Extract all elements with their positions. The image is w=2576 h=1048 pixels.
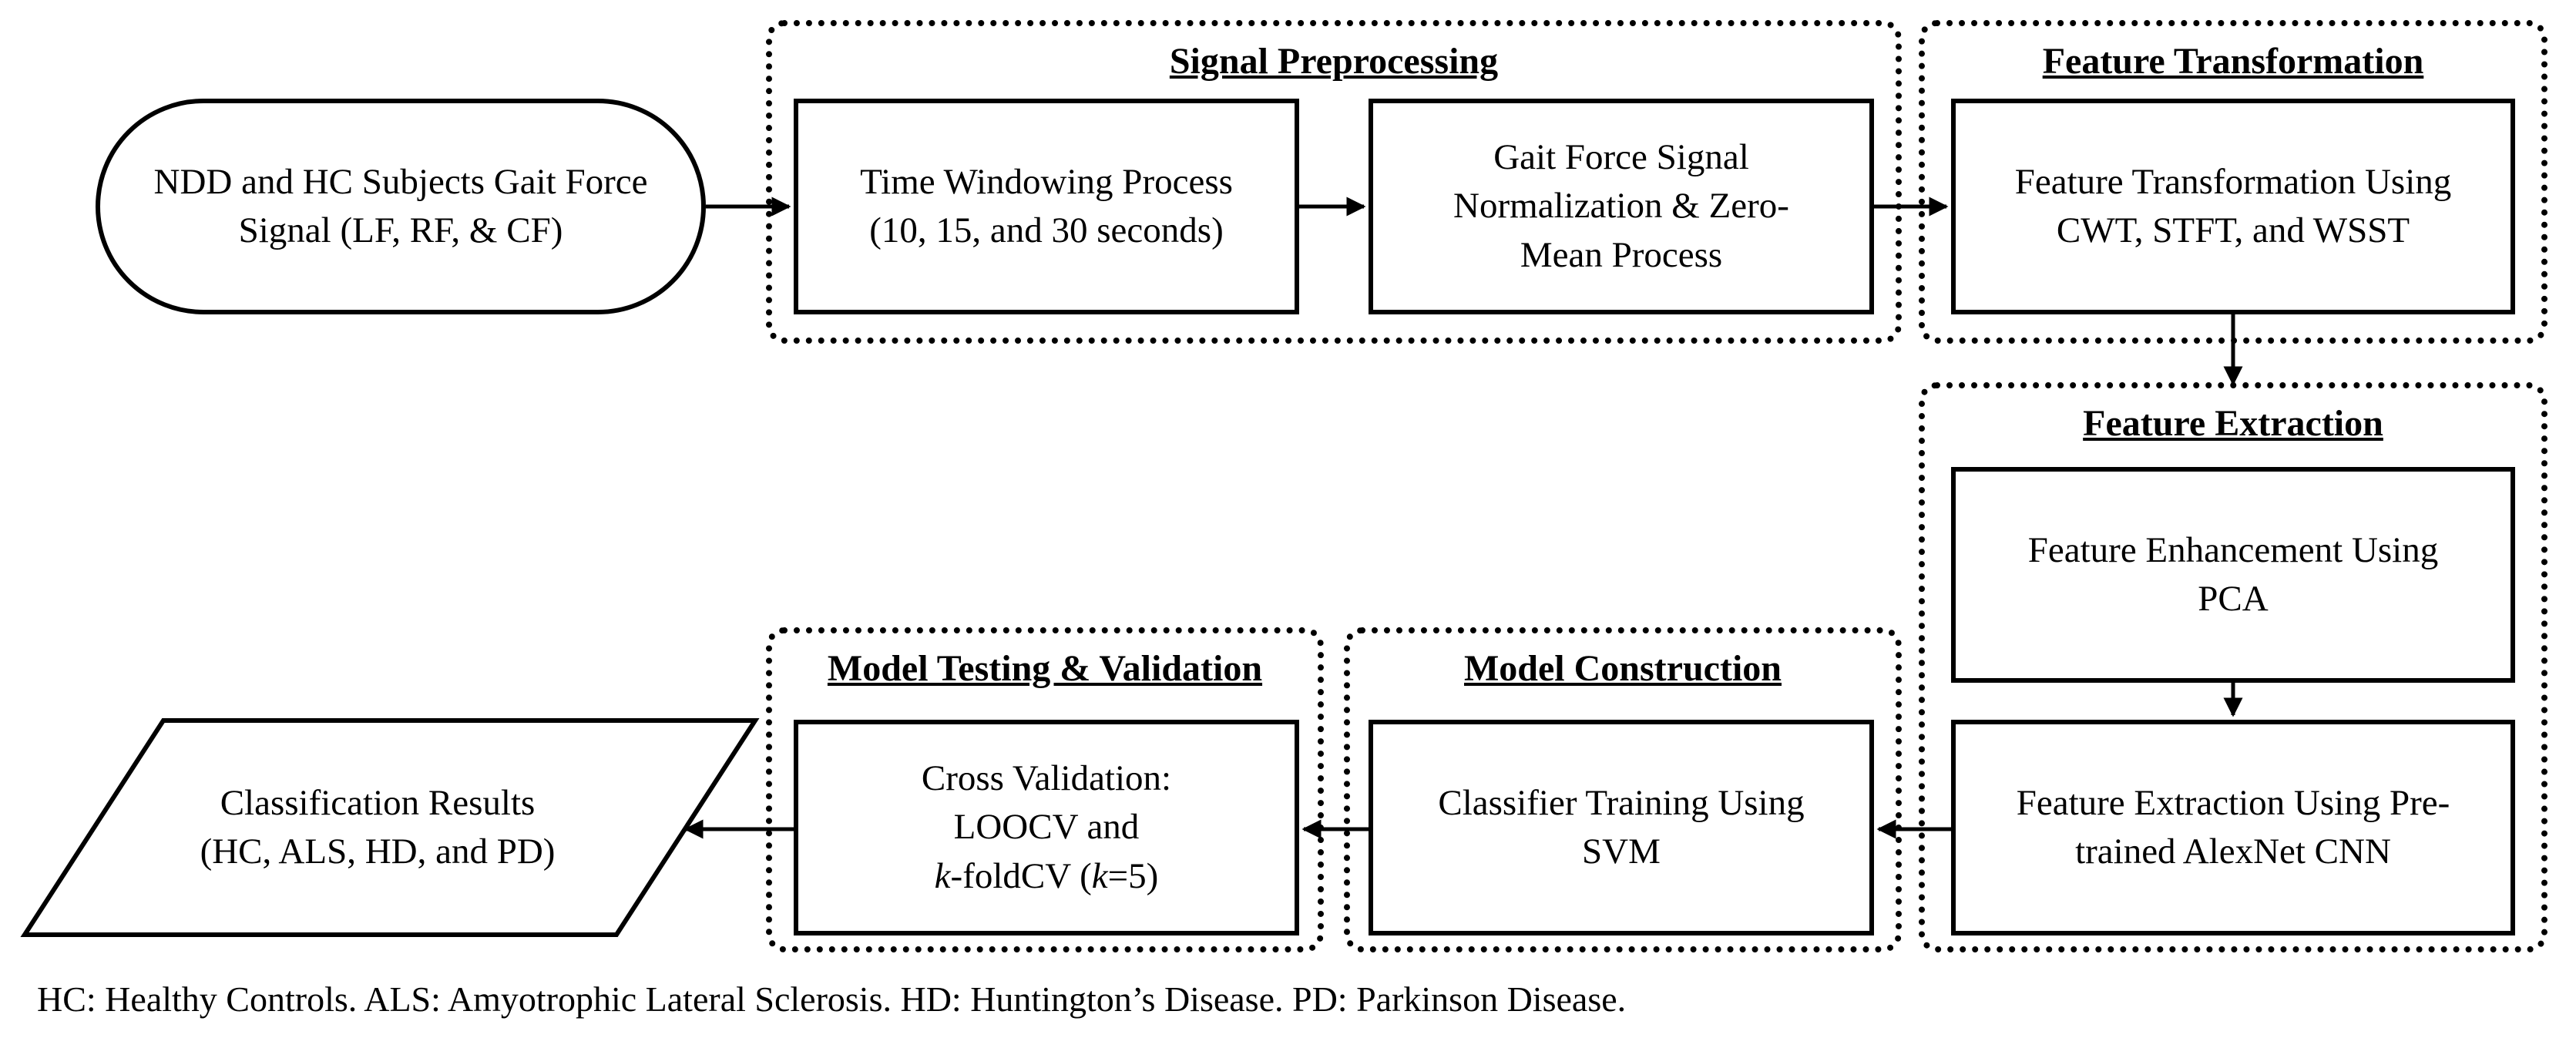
results-node: Classification Results (HC, ALS, HD, and… [123,720,632,935]
normalization-line1: Gait Force Signal [1493,136,1749,177]
cross-validation-foldcv: -foldCV ( [950,855,1092,896]
results-line1: Classification Results [220,782,536,823]
start-node-gait-force-signal: NDD and HC Subjects Gait Force Signal (L… [96,99,706,314]
cross-validation-line3: k-foldCV (k=5) [922,852,1171,901]
start-node-line1: NDD and HC Subjects Gait [153,161,556,202]
time-windowing-line1: Time Windowing Process [860,161,1233,202]
classifier-training-line2: SVM [1582,831,1661,872]
feature-extraction-box: Feature Extraction Using Pre- trained Al… [1951,720,2515,935]
start-node-line2: Force Signal (LF, RF, & CF) [238,161,648,250]
group-model-construction: Model Construction [1344,627,1902,952]
feature-enhancement-box: Feature Enhancement Using PCA [1951,467,2515,683]
results-line2: (HC, ALS, HD, and PD) [200,831,556,872]
feature-transformation-box: Feature Transformation Using CWT, STFT, … [1951,99,2515,314]
group-title-model-construction: Model Construction [1464,648,1782,689]
results-io-shape [20,718,760,937]
cross-validation-k-italic: k [934,855,951,896]
cross-validation-line1: Cross Validation: [921,757,1172,798]
group-title-feature-transformation: Feature Transformation [2042,41,2424,82]
group-title-signal-preprocessing: Signal Preprocessing [1169,41,1499,82]
cross-validation-line2: LOOCV and [953,807,1140,848]
cross-validation-k2-italic: k [1091,855,1108,896]
feature-transformation-line2: CWT, STFT, and WSST [2056,210,2410,250]
cross-validation-box: Cross Validation: LOOCV and k-foldCV (k=… [794,720,1299,935]
feature-enhancement-line1: Feature Enhancement Using [2027,529,2439,570]
classifier-training-line1: Classifier Training Using [1438,782,1805,823]
normalization-line2: Normalization & Zero- [1453,186,1789,227]
feature-enhancement-line2: PCA [2198,579,2269,619]
time-windowing-line2: (10, 15, and 30 seconds) [869,210,1224,250]
normalization-box: Gait Force Signal Normalization & Zero- … [1369,99,1874,314]
feature-extraction-line1: Feature Extraction Using Pre- [2016,782,2450,823]
footnote: HC: Healthy Controls. ALS: Amyotrophic L… [37,979,1627,1019]
feature-extraction-line2: trained AlexNet CNN [2075,831,2391,872]
time-windowing-box: Time Windowing Process (10, 15, and 30 s… [794,99,1299,314]
group-signal-preprocessing: Signal Preprocessing [766,20,1902,344]
feature-transformation-line1: Feature Transformation Using [2014,161,2452,202]
group-title-model-testing-validation: Model Testing & Validation [827,648,1263,689]
group-model-testing-validation: Model Testing & Validation [766,627,1324,952]
group-title-feature-extraction: Feature Extraction [2083,403,2383,444]
classifier-training-box: Classifier Training Using SVM [1369,720,1874,935]
normalization-line3: Mean Process [1520,234,1723,275]
cross-validation-k-value: =5) [1107,855,1159,896]
